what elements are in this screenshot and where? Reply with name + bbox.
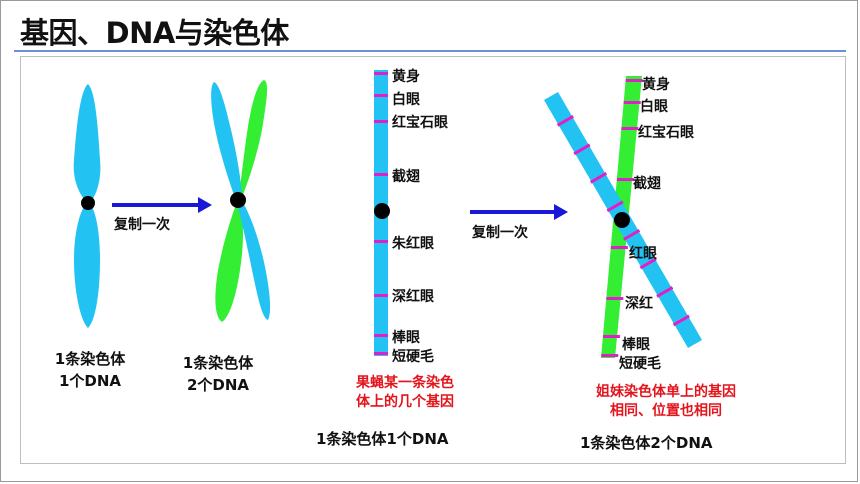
right-note-line1: 姐妹染色体单上的基因 <box>596 384 736 400</box>
right-caption: 1条染色体2个DNA <box>580 434 713 452</box>
gene-band <box>616 178 634 181</box>
gene-band <box>625 79 643 82</box>
gene-band <box>623 229 641 241</box>
middle-note-line2: 体上的几个基因 <box>356 394 454 410</box>
gene-band <box>374 173 388 176</box>
gene-label-carmine-eye: 深红眼 <box>392 289 434 305</box>
copy-label-left: 复制一次 <box>114 217 170 233</box>
gene-band <box>556 115 574 127</box>
centromere-bar <box>374 203 390 219</box>
gene-label-cut-wing: 截翅 <box>392 169 420 185</box>
gene-band <box>374 352 388 355</box>
sister-gene-label-ruby-eye: 红宝石眼 <box>638 125 694 141</box>
single-dna-count: 1个DNA <box>58 372 122 390</box>
gene-label-yellow-body: 黄身 <box>392 69 420 85</box>
middle-caption: 1条染色体1个DNA <box>316 430 449 448</box>
gene-band <box>589 172 608 184</box>
copy-arrow-left-head <box>198 197 212 213</box>
gene-band <box>656 286 674 298</box>
gene-label-vermilion-eye: 朱红眼 <box>392 236 434 252</box>
copy-label-right: 复制一次 <box>472 225 528 241</box>
sister-gene-label-white-eye: 白眼 <box>640 99 668 115</box>
page-title: 基因、DNA与染色体 <box>20 16 289 50</box>
gene-band <box>606 297 624 300</box>
gene-band <box>573 143 591 156</box>
single-chromosome-count: 1条染色体 <box>54 350 126 368</box>
gene-band <box>639 257 657 270</box>
centromere-replicated <box>230 192 246 208</box>
sister-gene-label-yellow-body: 黄身 <box>642 77 670 93</box>
sister-gene-label-bar-eye: 棒眼 <box>622 337 650 353</box>
gene-band <box>672 314 690 327</box>
gene-bands-middle <box>374 72 388 355</box>
centromere-sisters <box>614 212 630 228</box>
sister-chromatid-green <box>215 80 268 322</box>
gene-band <box>606 200 624 213</box>
gene-label-ruby-eye: 红宝石眼 <box>392 115 448 131</box>
gene-label-bar-eye: 棒眼 <box>392 330 420 346</box>
sister-gene-label-cut-wing: 截翅 <box>633 176 661 192</box>
content-panel <box>20 56 846 464</box>
gene-band <box>374 72 388 75</box>
title-underline <box>14 50 846 52</box>
sister-gene-label-short-bristle: 短硬毛 <box>619 356 661 372</box>
gene-band <box>602 335 620 338</box>
gene-label-white-eye: 白眼 <box>392 92 420 108</box>
gene-band <box>374 334 388 337</box>
gene-band <box>610 246 628 249</box>
gene-band <box>623 101 641 104</box>
replicated-chromosome-count: 1条染色体 <box>182 354 254 372</box>
centromere-single <box>81 196 95 210</box>
gene-band <box>374 120 388 123</box>
sister-gene-label-carmine-eye: 深红 <box>625 296 653 312</box>
gene-band <box>601 354 619 357</box>
copy-arrow-right-head <box>554 204 568 220</box>
gene-band <box>621 127 639 130</box>
replicated-dna-count: 2个DNA <box>186 376 250 394</box>
gene-bands-cyan <box>556 115 690 327</box>
gene-label-short-bristle: 短硬毛 <box>392 349 434 365</box>
gene-band <box>374 240 388 243</box>
middle-note-line1: 果蝇某一条染色 <box>356 375 454 391</box>
gene-bands-green <box>601 79 643 357</box>
sister-gene-label-vermilion-eye: 红眼 <box>629 246 657 262</box>
right-note-line2: 相同、位置也相同 <box>610 403 722 419</box>
gene-band <box>374 294 388 297</box>
gene-band <box>374 94 388 97</box>
